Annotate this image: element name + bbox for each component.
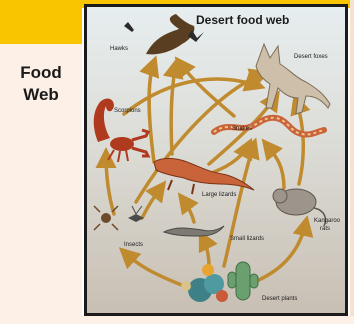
label-kangaroo-rats-line2: rats bbox=[320, 226, 330, 232]
label-scorpions: Scorpions bbox=[114, 108, 141, 114]
label-desert-foxes: Desert foxes bbox=[294, 54, 328, 60]
left-accent-bar bbox=[0, 0, 82, 44]
diagram-title: Desert food web bbox=[196, 13, 289, 27]
label-kangaroo-rats-line1: Kangaroo bbox=[314, 218, 341, 224]
side-title: Food Web bbox=[6, 62, 76, 106]
label-small-lizards: Small lizards bbox=[230, 236, 264, 242]
right-edge-strip bbox=[350, 0, 354, 324]
side-title-line2: Web bbox=[6, 84, 76, 106]
bottom-strip bbox=[0, 316, 354, 324]
left-panel bbox=[0, 0, 82, 324]
side-title-line1: Food bbox=[6, 62, 76, 84]
label-desert-plants: Desert plants bbox=[262, 296, 297, 302]
label-snakes: Snakes bbox=[232, 126, 252, 132]
food-web-diagram: Desert food web Hawks Desert foxes Scorp… bbox=[84, 4, 348, 316]
label-hawks: Hawks bbox=[110, 46, 128, 52]
label-insects: Insects bbox=[124, 242, 143, 248]
label-large-lizards: Large lizards bbox=[202, 192, 236, 198]
